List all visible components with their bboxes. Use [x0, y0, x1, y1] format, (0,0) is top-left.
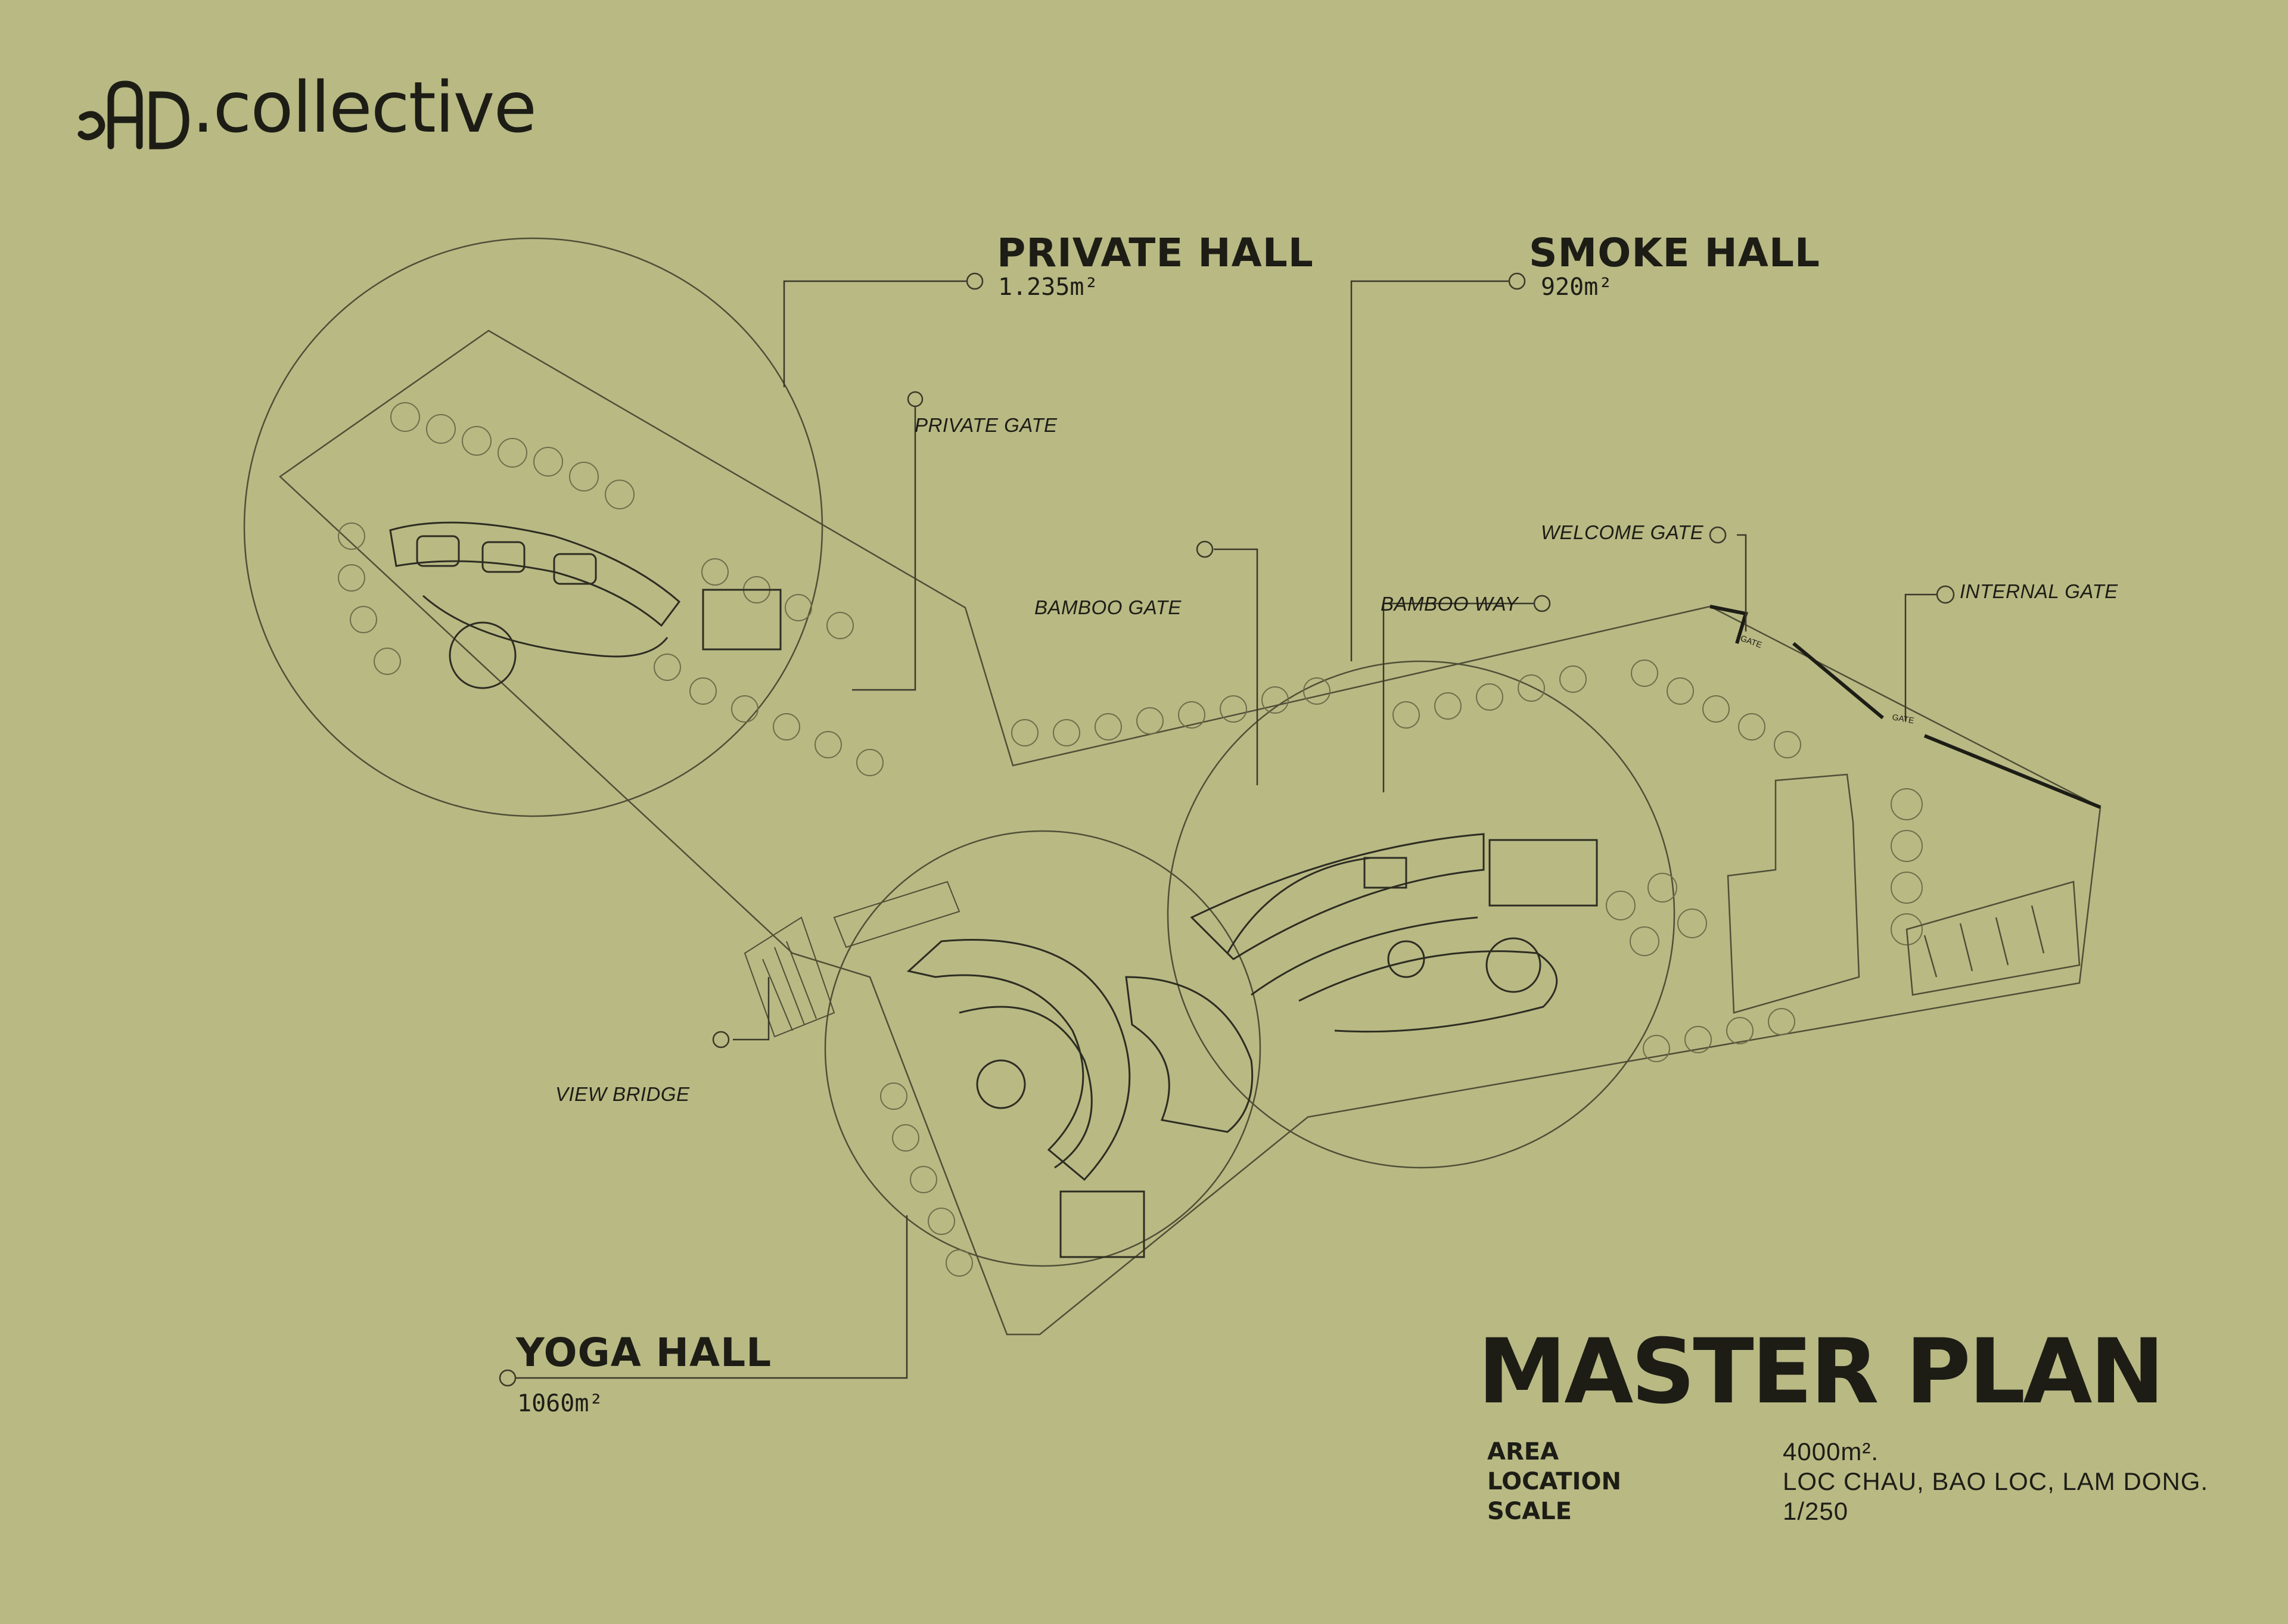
yoga-hall-building: [906, 939, 1254, 1258]
yoga-hall-zone: [824, 830, 1261, 1267]
tree-clusters: [338, 402, 1923, 1277]
site-gate-label-1: GATE: [1739, 633, 1763, 650]
smoke-hall-building: [1190, 833, 1598, 1033]
info-row-area: AREA 4000m².: [1487, 1437, 2262, 1467]
info-row-scale: SCALE 1/250: [1487, 1497, 2262, 1526]
internal-gate-label: INTERNAL GATE: [1960, 580, 2118, 602]
info-value: 1/250: [1783, 1497, 1849, 1525]
view-bridge-label: VIEW BRIDGE: [555, 1083, 690, 1105]
info-key: SCALE: [1487, 1498, 1572, 1525]
site-boundary: [279, 329, 2102, 1336]
callout-leaders: [516, 280, 1939, 1379]
yoga-hall-title: YOGA HALL: [516, 1330, 772, 1376]
smoke-hall-title: SMOKE HALL: [1529, 230, 1820, 276]
site-gate-label-2: GATE: [1891, 712, 1914, 725]
private-gate-label: PRIVATE GATE: [915, 414, 1058, 436]
brand-logo: .collective: [76, 60, 537, 155]
private-hall-zone: [243, 237, 823, 817]
info-row-location: LOCATION LOC CHAU, BAO LOC, LAM DONG.: [1487, 1467, 2262, 1497]
brand-name: .collective: [192, 66, 537, 148]
info-value: LOC CHAU, BAO LOC, LAM DONG.: [1783, 1467, 2209, 1495]
private-hall-title: PRIVATE HALL: [997, 230, 1314, 276]
bamboo-way-label: BAMBOO WAY: [1381, 593, 1519, 615]
info-value: 4000m².: [1783, 1438, 1879, 1466]
bamboo-gate-label: BAMBOO GATE: [1034, 596, 1182, 618]
collective-logo-mark-icon: [77, 80, 189, 150]
yoga-hall-area: 1060m²: [517, 1390, 604, 1417]
smoke-hall-area: 920m²: [1541, 273, 1613, 301]
info-key: AREA: [1487, 1438, 1559, 1466]
callout-markers: [499, 272, 1955, 1387]
parking-area: [1727, 773, 2081, 1014]
smoke-hall-zone: [1167, 660, 1675, 1169]
private-hall-building: [389, 521, 782, 689]
view-bridge: [744, 881, 960, 1038]
master-plan-info: AREA 4000m². LOCATION LOC CHAU, BAO LOC,…: [1487, 1437, 2262, 1526]
info-key: LOCATION: [1487, 1468, 1621, 1495]
master-plan-title: MASTER PLAN: [1478, 1320, 2165, 1424]
welcome-gate-label: WELCOME GATE: [1541, 521, 1704, 543]
private-hall-area: 1.235m²: [998, 273, 1099, 301]
